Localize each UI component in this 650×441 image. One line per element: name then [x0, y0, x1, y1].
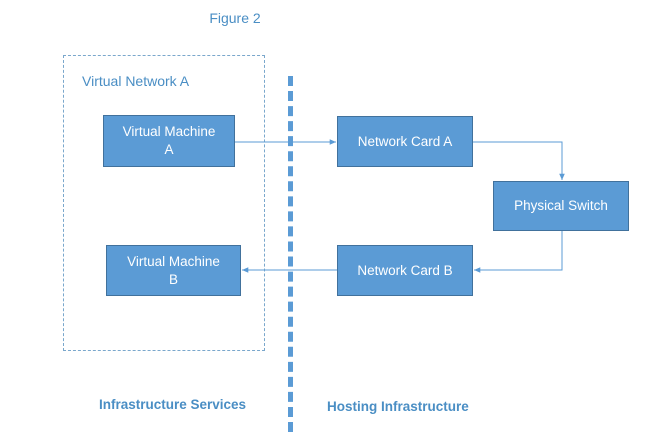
edge-switch-to-nic-b	[474, 231, 563, 273]
hosting-infrastructure-label: Hosting Infrastructure	[327, 399, 469, 414]
infrastructure-divider	[288, 76, 293, 432]
virtual-machine-a-node: Virtual Machine A	[103, 115, 235, 167]
physical-switch-node: Physical Switch	[493, 181, 629, 231]
virtual-machine-b-node: Virtual Machine B	[106, 245, 241, 296]
network-card-b-node: Network Card B	[337, 245, 473, 296]
infrastructure-services-label: Infrastructure Services	[99, 397, 247, 412]
network-card-a-node: Network Card A	[337, 116, 473, 167]
virtual-network-boundary	[63, 55, 265, 351]
figure-title: Figure 2	[209, 10, 261, 26]
edge-nic-a-to-switch	[473, 141, 565, 180]
virtual-network-label: Virtual Network A	[82, 73, 190, 89]
